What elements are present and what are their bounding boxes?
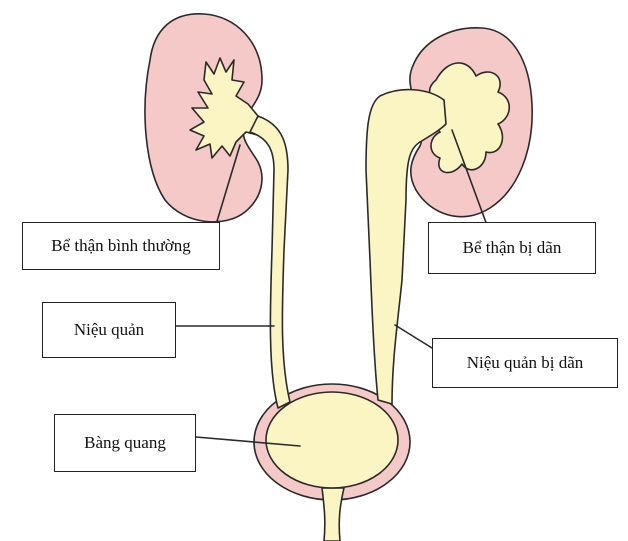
urethra — [321, 487, 345, 541]
bladder-text: Bàng quang — [84, 433, 166, 452]
normal-renal-pelvis-leader — [214, 144, 241, 229]
dilated-ureter — [365, 88, 447, 405]
dilated-renal-pelvis-text: Bể thận bị dãn — [462, 238, 562, 257]
ureter-text: Niệu quản — [73, 320, 145, 339]
dilated-renal-pelvis-label: Bể thận bị dãn — [428, 222, 596, 274]
dilated-renal-pelvis-leader — [451, 129, 489, 229]
normal-renal-pelvis — [189, 57, 269, 159]
normal-ureter — [249, 115, 291, 409]
bladder-lumen — [265, 391, 399, 489]
bladder-label: Bàng quang — [54, 414, 196, 472]
bladder-leader — [195, 436, 301, 447]
dilated-ureter-label: Niệu quản bị dãn — [432, 338, 618, 388]
dilated-ureter-text: Niệu quản bị dãn — [466, 353, 584, 372]
ureter-label: Niệu quản — [42, 302, 176, 358]
normal-renal-pelvis-text: Bể thận bình thường — [51, 236, 191, 255]
dilated-ureter-leader — [394, 324, 433, 349]
normal-renal-pelvis-label: Bể thận bình thường — [22, 222, 220, 270]
